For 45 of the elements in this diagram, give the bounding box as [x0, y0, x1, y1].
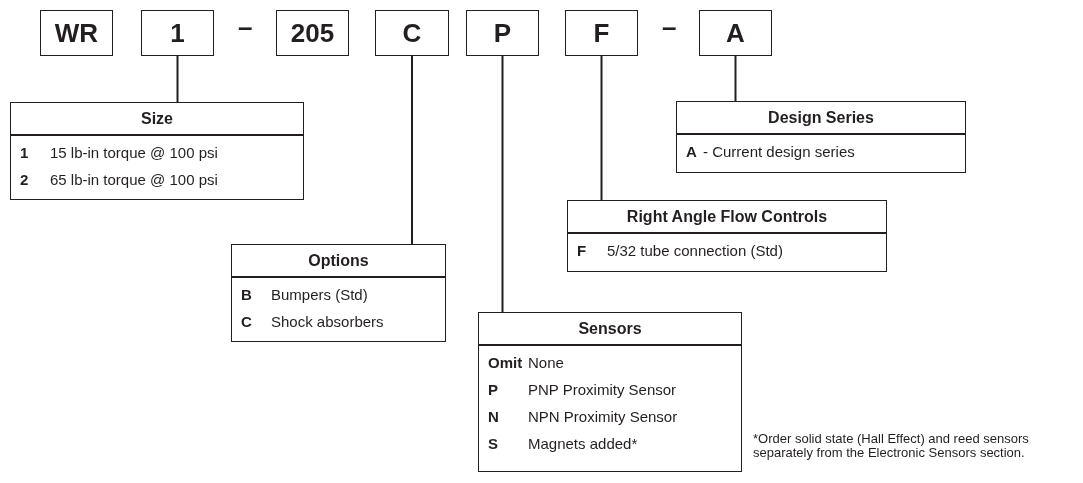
option-code: P [488, 381, 499, 398]
connector-line [176, 55, 179, 103]
option-table [10, 102, 304, 200]
connector-line [501, 55, 504, 313]
option-description: Magnets added* [528, 435, 639, 452]
code-box: P [466, 10, 539, 56]
table-heading: Options [232, 245, 445, 278]
option-description: 15 lb-in torque @ 100 psi [50, 144, 219, 161]
option-description: Bumpers (Std) [271, 286, 369, 303]
option-description: NPN Proximity Sensor [528, 408, 679, 425]
connector-line [600, 55, 603, 201]
option-code: F [577, 242, 588, 259]
option-table [478, 312, 742, 472]
option-table [676, 101, 966, 173]
connector-line [734, 55, 737, 102]
code-box: C [375, 10, 449, 56]
option-description: Shock absorbers [271, 313, 385, 330]
code-box: F [565, 10, 638, 56]
separator-dash: – [238, 14, 253, 42]
code-box: 1 [141, 10, 214, 56]
option-code: N [488, 408, 500, 425]
footnote: *Order solid state (Hall Effect) and reed sensors separately from the Electronic Sensors section. [753, 432, 1030, 460]
option-code: Omit [488, 354, 524, 371]
connector-line [411, 55, 413, 245]
option-description: 65 lb-in torque @ 100 psi [50, 171, 219, 188]
code-box: WR [40, 10, 113, 56]
code-box: 205 [276, 10, 349, 56]
code-box: A [699, 10, 772, 56]
option-code: 1 [20, 144, 30, 161]
table-heading: Size [11, 103, 303, 136]
option-code: A [686, 143, 698, 160]
option-code: C [241, 313, 253, 330]
option-description: PNP Proximity Sensor [528, 381, 678, 398]
option-code: B [241, 286, 253, 303]
table-heading: Design Series [677, 102, 965, 135]
table-heading: Right Angle Flow Controls [568, 201, 886, 234]
option-code: 2 [20, 171, 30, 188]
table-heading: Sensors [479, 313, 741, 346]
option-table [567, 200, 887, 272]
option-description: None [528, 354, 565, 371]
option-code: S [488, 435, 499, 452]
option-description: 5/32 tube connection (Std) [607, 242, 784, 259]
separator-dash: – [662, 14, 677, 42]
option-description: - Current design series [703, 143, 856, 160]
option-table [231, 244, 446, 342]
